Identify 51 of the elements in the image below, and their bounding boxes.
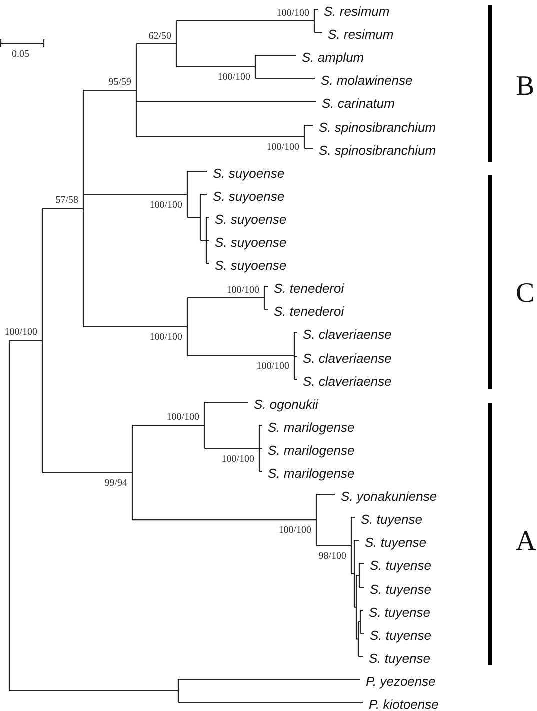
support-value: 100/100	[218, 73, 250, 83]
taxon-label: S. tuyense	[365, 536, 426, 548]
taxon-label: S. tuyense	[369, 606, 430, 618]
taxon-label: S. amplum	[302, 50, 364, 64]
support-value: 100/100	[278, 526, 312, 536]
taxon-label: S. tenederoi	[274, 282, 344, 294]
taxon-label: S. suyoense	[213, 190, 285, 202]
support-value: 100/100	[276, 8, 310, 18]
taxon-label: S. tuyense	[370, 582, 432, 596]
support-value: 100/100	[256, 362, 290, 372]
taxon-label: S. tuyense	[370, 628, 432, 642]
taxon-label: S. tenederoi	[274, 304, 344, 318]
support-value: 62/50	[148, 32, 172, 42]
taxon-label: S. tuyense	[361, 512, 422, 526]
support-value: 98/100	[318, 552, 346, 562]
taxon-label: S. suyoense	[215, 258, 287, 272]
taxon-label: S. claveriaense	[303, 374, 392, 388]
taxon-label: S. tuyense	[370, 558, 432, 572]
taxon-label: P. kiotoense	[369, 698, 439, 710]
taxon-label: S. resimum	[328, 28, 394, 40]
scale-label: 0.05	[12, 50, 30, 60]
taxon-label: S. ogonukii	[254, 398, 318, 410]
taxon-label: S. yonakuniense	[341, 490, 438, 502]
support-value: 100/100	[222, 454, 254, 464]
taxon-label: S. claveriaense	[303, 352, 392, 364]
taxon-label: S. spinosibranchium	[319, 120, 436, 134]
clade-label: A	[516, 528, 536, 556]
clade-label: C	[516, 280, 535, 308]
taxon-label: S. carinatum	[322, 96, 395, 110]
support-value: 100/100	[266, 143, 300, 153]
support-value: 100/100	[166, 413, 200, 423]
support-value: 100/100	[150, 200, 182, 210]
support-value: 100/100	[150, 333, 182, 343]
clade-label: B	[516, 73, 535, 101]
support-value: 95/59	[108, 78, 132, 88]
taxon-label: S. suyoense	[215, 236, 287, 248]
taxon-label: S. marilogense	[268, 444, 355, 456]
support-value: 57/58	[56, 196, 78, 206]
taxon-label: S. molawinense	[321, 74, 413, 86]
taxon-label: S. spinosibranchium	[319, 144, 436, 156]
taxon-label: S. tuyense	[369, 652, 430, 664]
support-value: 100/100	[4, 328, 38, 338]
support-value: 99/94	[104, 478, 128, 489]
support-value: 100/100	[226, 286, 260, 296]
taxon-label: S. suyoense	[213, 166, 285, 180]
taxon-label: P. yezoense	[366, 674, 436, 688]
taxon-label: S. marilogense	[268, 466, 355, 480]
taxon-label: S. marilogense	[268, 420, 355, 434]
taxon-label: S. suyoense	[215, 212, 287, 226]
taxon-label: S. resimum	[324, 4, 390, 18]
taxon-label: S. claveriaense	[303, 328, 392, 340]
